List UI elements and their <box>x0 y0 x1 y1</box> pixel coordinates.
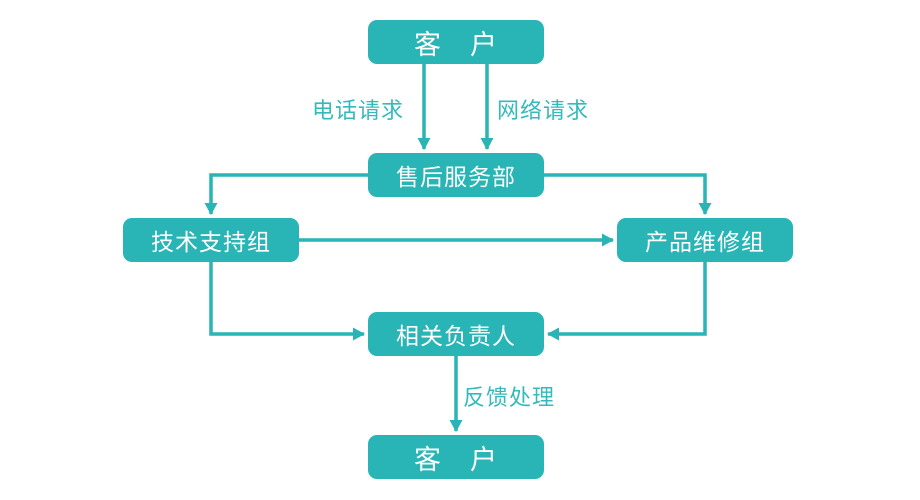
node-tech-support-group: 技术支持组 <box>123 218 299 262</box>
node-customer-top: 客 户 <box>368 20 544 64</box>
node-product-repair-group: 产品维修组 <box>617 218 793 262</box>
edge-repair-to-manager-arrow <box>547 262 707 341</box>
edge-tech-to-manager-arrow <box>209 262 365 341</box>
node-responsible-person: 相关负责人 <box>368 312 544 356</box>
edge-label-feedback-handling: 反馈处理 <box>463 385 556 410</box>
node-after-sales-service-dept: 售后服务部 <box>368 153 544 197</box>
edge-service-to-repair-arrow <box>544 173 712 215</box>
edge-service-to-tech-arrow <box>204 173 368 215</box>
node-customer-bottom: 客 户 <box>368 435 544 479</box>
edge-label-network-request: 网络请求 <box>497 98 590 123</box>
edge-label-phone-request: 电话请求 <box>312 98 405 123</box>
